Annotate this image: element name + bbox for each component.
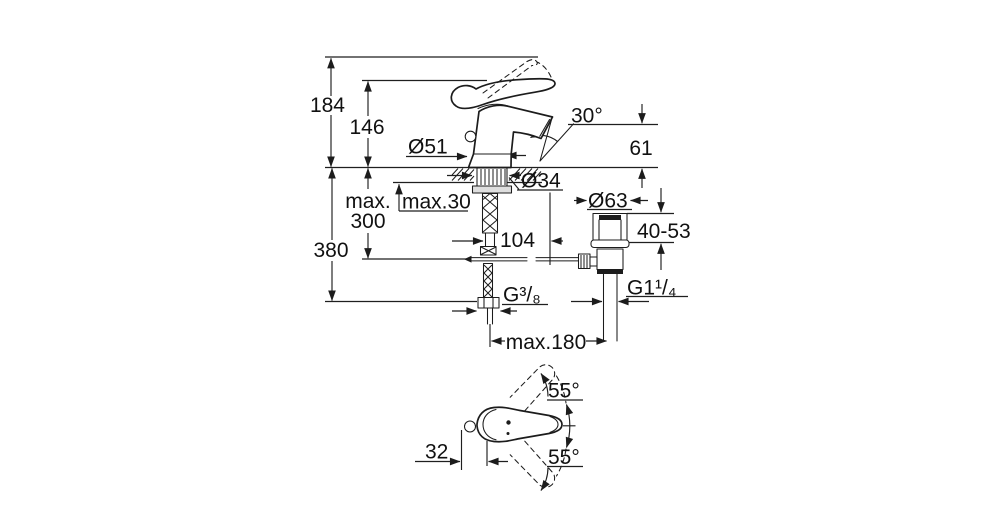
body-dome-line [477, 103, 508, 110]
lever-handle-side [450, 77, 556, 110]
dim-label-rod-length: max.180 [506, 331, 587, 354]
dim-label-spout-angle: 30° [571, 105, 603, 128]
spout-angle-arc [530, 130, 558, 142]
mounting-washer [471, 185, 513, 194]
dimension-annotations [327, 57, 688, 345]
dim-label-waste-flange-diameter: Ø63 [588, 190, 628, 213]
dim-label-depth-max-1: max. [345, 190, 391, 213]
swing-arrow-lower [540, 467, 550, 491]
handle-front-pin [463, 420, 477, 433]
handle-plan-outline [476, 406, 563, 443]
supply-hose-braided [481, 192, 499, 234]
handle-inner-seam-tip [549, 415, 559, 433]
dia34-leader [508, 177, 520, 190]
hose-braid-texture [482, 193, 498, 233]
spout-angle-line-a [539, 123, 575, 162]
dim-label-overall-depth: 380 [313, 239, 348, 262]
faucet-body-outline [467, 104, 554, 169]
dim-label-deck-thickness: max.30 [402, 191, 471, 214]
handle-rotated-down-dashed [509, 440, 556, 488]
dim-label-body-diameter: Ø51 [408, 136, 448, 159]
faucet-front-view: 184 146 max. 300 380 Ø51 30° 61 max.30 Ø… [310, 56, 691, 354]
handle-inner-seam-left [482, 408, 497, 441]
dim-label-height-total: 184 [310, 94, 345, 117]
dim-label-hole-diameter: Ø34 [521, 170, 561, 193]
dimension-labels: 184 146 max. 300 380 Ø51 30° 61 max.30 Ø… [310, 94, 691, 354]
dim-label-spout-reach: 104 [500, 229, 535, 252]
handle-dot-large [506, 420, 511, 425]
dim-label-waste-thread: G1¹/₄ [627, 277, 676, 300]
pop-up-waste-valve [577, 212, 630, 342]
spout-cut-inner-line [539, 118, 551, 137]
dim-label-swing-upper: 55° [548, 380, 580, 403]
under-counter-assembly [471, 167, 513, 325]
handle-rotated-up-dashed [509, 364, 556, 412]
spout-angle-line-b [539, 116, 553, 162]
body-side-button [464, 130, 477, 143]
lever-raised-dashed [482, 59, 552, 99]
valve-lower-body [596, 248, 624, 271]
dim-label-waste-adjustment: 40-53 [637, 220, 691, 243]
dim-label-depth-max-2: 300 [350, 210, 385, 233]
dim-label-handle-offset: 32 [425, 441, 448, 464]
dim-label-height-to-lever: 146 [349, 116, 384, 139]
swing-arrow-center [565, 404, 574, 448]
dim-label-spout-height: 61 [629, 137, 652, 160]
thread-texture [483, 264, 493, 298]
handle-top-view: 55° 55° 32 [415, 364, 583, 491]
swing-path-arc-upper [555, 375, 567, 404]
handle-dot-small [506, 432, 510, 435]
pop-up-rod [464, 255, 581, 263]
g38-connection-nut [477, 296, 500, 309]
swing-path-arc-lower [555, 448, 567, 477]
valve-plug-cap [599, 215, 621, 220]
rod-knob-knurling [580, 255, 588, 268]
rod-connector [589, 256, 598, 267]
valve-lower-band [597, 269, 623, 274]
faucet-body [450, 59, 556, 169]
swing-arrow-upper [540, 373, 550, 397]
lever-swing-arc [536, 61, 552, 78]
rod-tip [464, 255, 472, 263]
dim-label-supply-thread: G³/₈ [503, 284, 541, 307]
valve-flange [590, 239, 630, 249]
shank-thread-lines [480, 169, 506, 185]
dim-label-swing-lower: 55° [548, 446, 580, 469]
